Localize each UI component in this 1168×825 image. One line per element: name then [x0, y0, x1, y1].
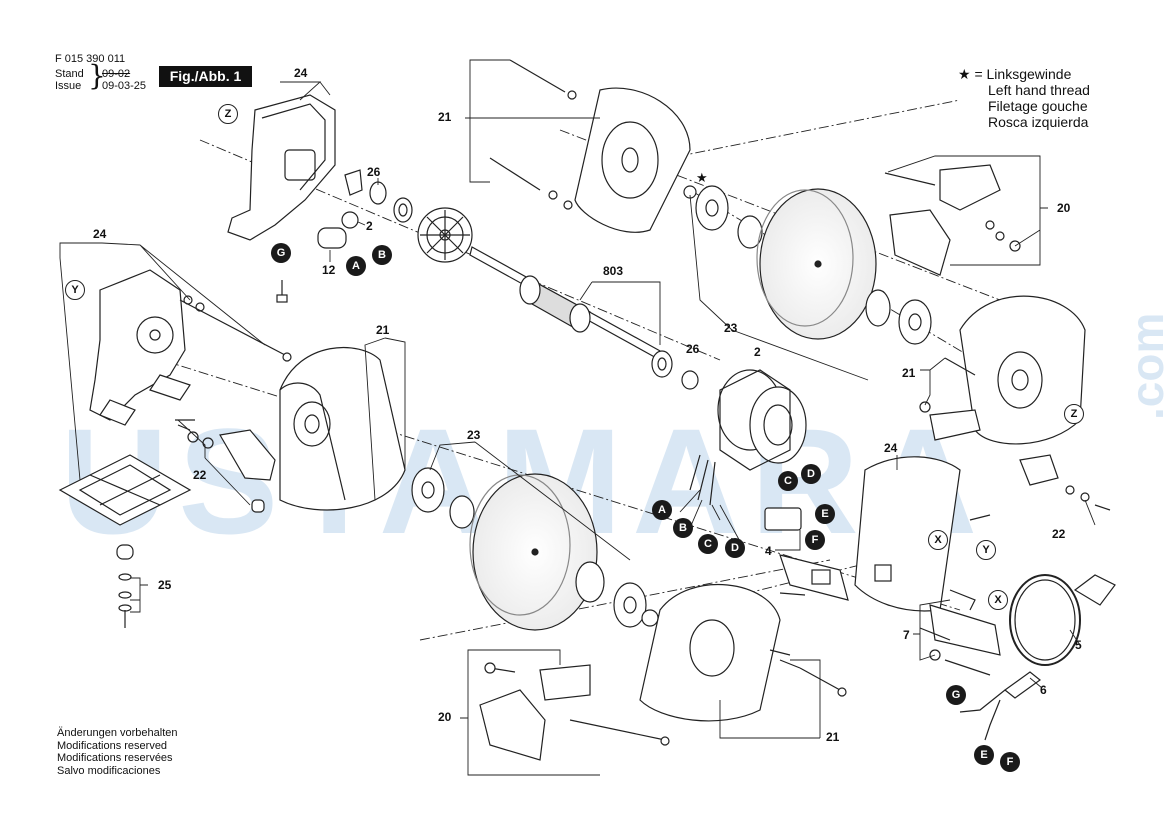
old-date: 09-02	[102, 68, 131, 80]
ref-z-right: Z	[1064, 404, 1084, 424]
ref-x-mid: X	[928, 530, 948, 550]
footer-line-de: Änderungen vorbehalten	[57, 727, 178, 739]
ref-y-right: Y	[976, 540, 996, 560]
part-24-left: 24	[93, 227, 107, 241]
part-21-top: 21	[438, 110, 452, 124]
brace-icon: }	[88, 59, 106, 92]
connector-f-cord: F	[1000, 752, 1020, 772]
connector-g-cord: G	[946, 685, 966, 705]
star-marker-icon: ★	[696, 170, 708, 185]
legend-line-fr: Filetage gouche	[988, 98, 1088, 114]
left-thread-legend: ★ = Linksgewinde Left hand thread Fileta…	[958, 66, 1090, 130]
part-5: 5	[1075, 638, 1082, 652]
connector-c-switch: C	[778, 471, 798, 491]
footer-line-en: Modifications reserved	[57, 739, 168, 752]
ref-y-left: Y	[65, 280, 85, 300]
part-20-bottom: 20	[438, 710, 452, 724]
connector-c-wire: C	[698, 534, 718, 554]
part-24-right: 24	[884, 441, 898, 455]
part-22-left: 22	[193, 468, 207, 482]
footer-line-es: Salvo modificaciones	[57, 764, 161, 777]
footer-line-fr: Modifications reservées	[57, 752, 173, 764]
connector-g-top: G	[271, 243, 291, 263]
part-26-top: 26	[367, 165, 381, 179]
part-23-bottom: 23	[467, 428, 481, 442]
footer-notes: Änderungen vorbehalten Modifications res…	[57, 727, 177, 777]
stand-label: Stand	[55, 68, 84, 80]
figure-label: Fig./Abb. 1	[159, 66, 252, 87]
legend-line-es: Rosca izquierda	[988, 114, 1089, 130]
part-24-top: 24	[294, 66, 308, 80]
part-26-mid: 26	[686, 342, 700, 356]
part-21-left: 21	[376, 323, 390, 337]
issue-label: Issue	[55, 80, 82, 92]
ref-x-low: X	[988, 590, 1008, 610]
connector-d-wire: D	[725, 538, 745, 558]
part-20-right: 20	[1057, 201, 1071, 215]
ref-z-left: Z	[218, 104, 238, 124]
part-4: 4	[765, 544, 772, 558]
part-21-right: 21	[902, 366, 916, 380]
connector-e-switch: E	[815, 504, 835, 524]
connector-b-top: B	[372, 245, 392, 265]
part-7: 7	[903, 628, 910, 642]
part-23-top: 23	[724, 321, 738, 335]
part-25: 25	[158, 578, 172, 592]
connector-d-switch: D	[801, 464, 821, 484]
part-2-mid: 2	[754, 345, 761, 359]
part-12: 12	[322, 263, 336, 277]
connector-b-wire: B	[673, 518, 693, 538]
legend-line-en: Left hand thread	[988, 82, 1090, 98]
connector-f-switch: F	[805, 530, 825, 550]
part-6: 6	[1040, 683, 1047, 697]
doc-number: F 015 390 011	[55, 53, 126, 65]
part-2-top: 2	[366, 219, 373, 233]
legend-line-de: = Linksgewinde	[974, 66, 1072, 82]
connector-e-cord: E	[974, 745, 994, 765]
connector-a-wire: A	[652, 500, 672, 520]
new-date: 09-03-25	[102, 80, 147, 92]
star-icon: ★	[958, 66, 971, 82]
part-21-bottom: 21	[826, 730, 840, 744]
connector-a-top: A	[346, 256, 366, 276]
part-803: 803	[603, 264, 624, 278]
part-22-right: 22	[1052, 527, 1066, 541]
